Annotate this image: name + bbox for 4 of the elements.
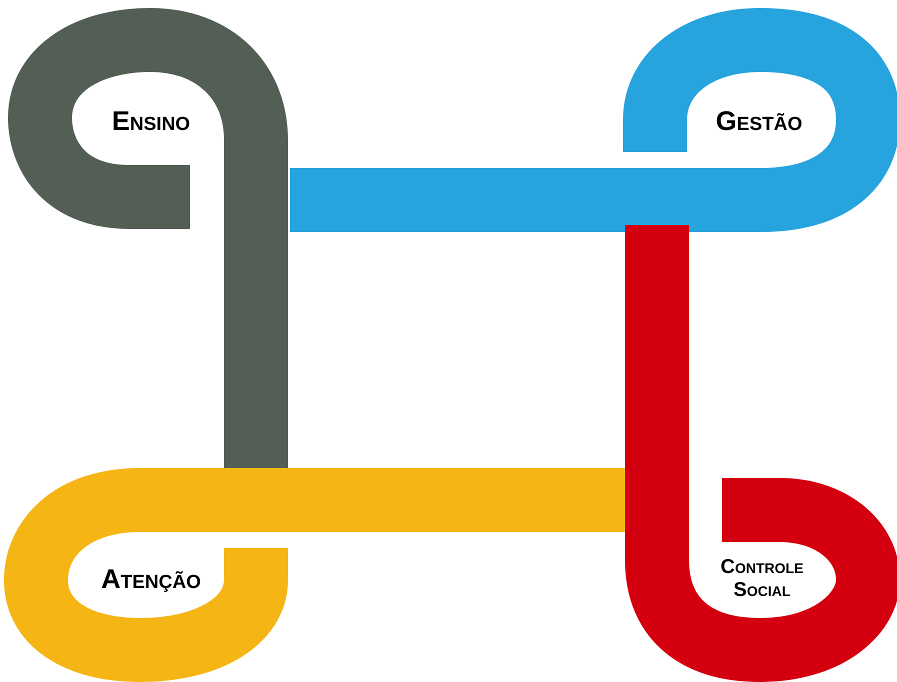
node-label: Atenção: [101, 566, 201, 592]
node-label: Ensino: [112, 108, 190, 134]
node-label: Controle Social: [720, 556, 804, 602]
node-label: Gestão: [716, 108, 802, 134]
